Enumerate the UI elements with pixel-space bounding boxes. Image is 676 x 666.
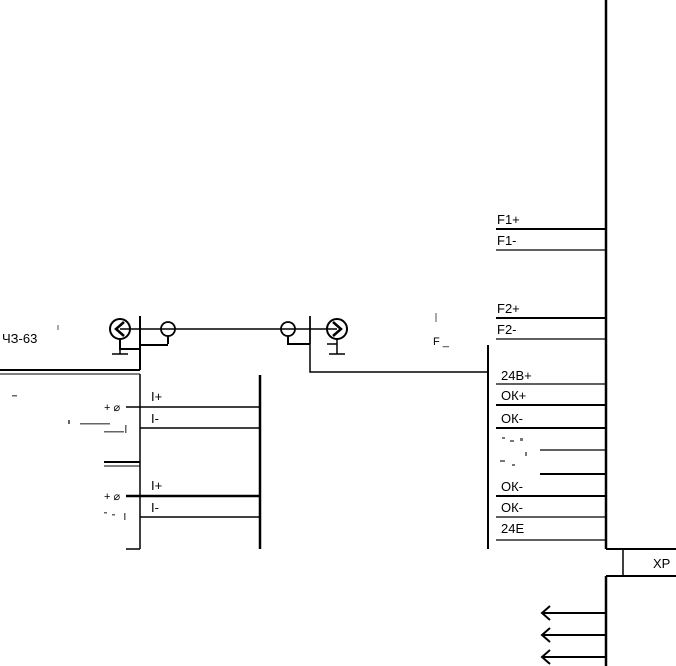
output-arrows	[540, 605, 606, 665]
channel-2-minus-label: I-	[151, 500, 159, 515]
channel-1-faint	[12, 395, 127, 433]
terminal-f1-plus: F1+	[497, 212, 520, 227]
channel-2-plus-label: I+	[151, 478, 162, 493]
terminal-ok-minus-3: ОК-	[501, 500, 523, 515]
xp-connector-label: XP	[653, 556, 670, 571]
terminal-24v-plus: 24В+	[501, 368, 532, 383]
main-bus-block	[604, 0, 676, 666]
lower-terminal-block	[487, 345, 606, 549]
sensor-chain	[109, 316, 348, 370]
terminal-ok-minus-1: ОК-	[501, 411, 523, 426]
smudge-patch	[498, 436, 536, 470]
left-rails	[0, 369, 141, 550]
terminal-f2-minus: F2-	[497, 322, 517, 337]
channel-1-lines	[126, 375, 262, 549]
channel-1-marker: + ⌀	[104, 402, 120, 414]
channel-1-minus-label: I-	[151, 411, 159, 426]
terminal-24e: 24Е	[501, 521, 524, 536]
channel-2-faint	[104, 512, 126, 520]
faint-mark: F _	[433, 336, 450, 348]
channel-2-marker: + ⌀	[104, 491, 120, 503]
terminal-ok-minus-2: ОК-	[501, 479, 523, 494]
terminal-ok-plus: ОК+	[501, 388, 526, 403]
upper-terminal-lines	[496, 228, 606, 340]
terminal-f2-plus: F2+	[497, 301, 520, 316]
channel-2-lines	[126, 494, 260, 518]
channel-1-plus-label: I+	[151, 389, 162, 404]
smudge-marks	[500, 437, 527, 466]
device-label: ЧЗ-63	[2, 331, 37, 346]
terminal-f1-minus: F1-	[497, 233, 517, 248]
